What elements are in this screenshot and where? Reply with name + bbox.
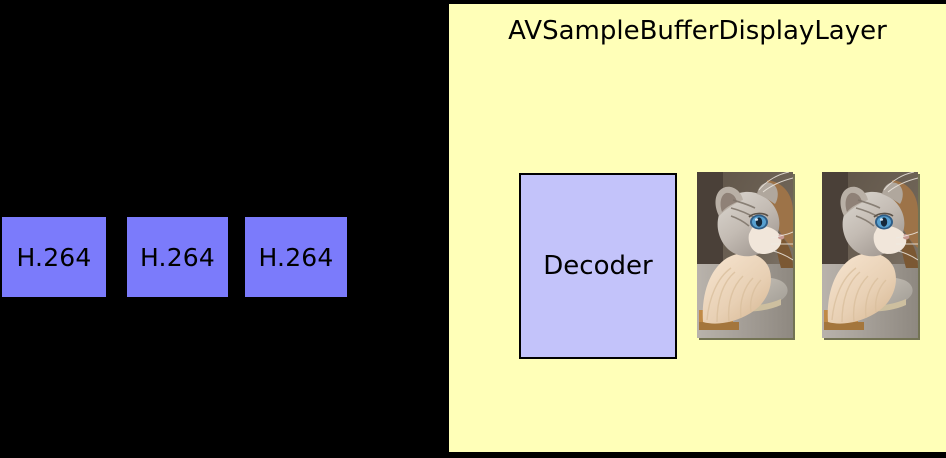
cat-photo-icon bbox=[822, 172, 918, 338]
decoder-box: Decoder bbox=[519, 173, 677, 359]
panel-title: AVSampleBufferDisplayLayer bbox=[508, 16, 887, 46]
h264-sample-buffer-2: H.264 bbox=[127, 217, 228, 297]
decoder-label: Decoder bbox=[543, 251, 653, 281]
avsamplebufferdisplaylayer-panel: AVSampleBufferDisplayLayer Decoder bbox=[449, 4, 946, 452]
h264-sample-buffer-1: H.264 bbox=[2, 217, 106, 297]
cat-photo-icon bbox=[697, 172, 793, 338]
decoded-frame-1 bbox=[697, 172, 793, 338]
h264-label: H.264 bbox=[16, 242, 92, 272]
h264-sample-buffer-3: H.264 bbox=[245, 217, 347, 297]
decoded-frame-2 bbox=[822, 172, 918, 338]
h264-label: H.264 bbox=[139, 242, 216, 272]
h264-label: H.264 bbox=[258, 242, 334, 272]
